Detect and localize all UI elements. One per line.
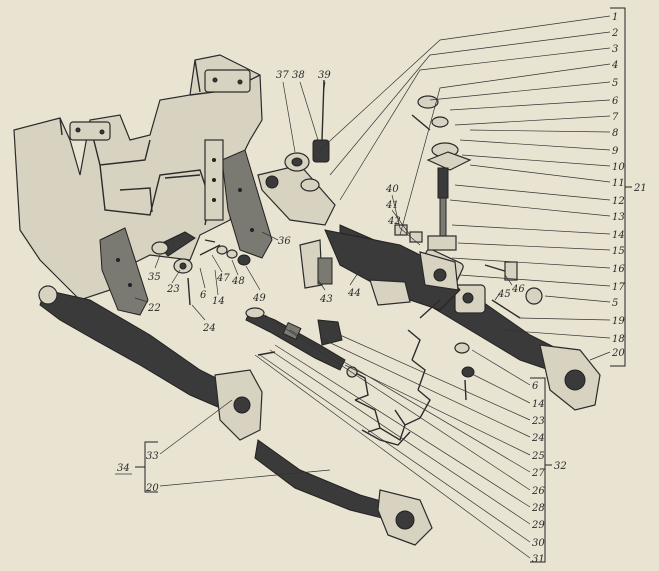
group-label-32: 32	[554, 461, 567, 472]
callout-label: 47	[216, 273, 230, 284]
callout-label: 9	[612, 146, 619, 157]
callout-label: 37	[276, 70, 289, 81]
callout-label: 23	[166, 284, 180, 295]
callouts-group-34: 33 20	[145, 451, 159, 494]
callouts-left: 22 24	[147, 303, 216, 334]
callout-label: 22	[147, 303, 161, 314]
callout-label: 41	[385, 200, 399, 211]
callouts-bottom-right-column: 6 14 23 24 25 27 26 28 29 30 31	[531, 381, 545, 565]
callout-label: 2	[611, 28, 618, 39]
callout-label: 12	[612, 196, 625, 207]
callout-label: 27	[531, 468, 545, 479]
leader-lines	[134, 15, 611, 559]
rear-frame-housing	[13, 54, 273, 316]
callout-label: 44	[347, 288, 361, 299]
callout-label: 45	[497, 289, 511, 300]
callout-label: 3	[612, 44, 618, 55]
callout-label: 6	[200, 290, 207, 301]
callout-label: 4	[611, 60, 618, 71]
callout-label: 26	[531, 486, 545, 497]
callout-label: 38	[292, 70, 305, 81]
callout-label: 6	[532, 381, 539, 392]
callout-label: 10	[612, 162, 625, 173]
check-chain-assembly	[245, 307, 431, 446]
callout-label: 25	[531, 451, 545, 462]
callout-label: 15	[612, 246, 625, 257]
callout-label: 14	[212, 296, 225, 307]
callout-label: 13	[612, 212, 625, 223]
group-label-21: 21	[633, 183, 647, 194]
lift-arm-assembly	[257, 79, 336, 289]
callout-label: 31	[532, 554, 545, 565]
callout-label: 18	[612, 334, 625, 345]
callout-label: 36	[278, 236, 291, 247]
small-fasteners	[151, 231, 251, 306]
callout-label: 30	[532, 538, 545, 549]
callout-label: 5	[612, 298, 618, 309]
callout-label: 6	[612, 96, 619, 107]
callout-label: 7	[612, 112, 619, 123]
callout-label: 35	[148, 272, 161, 283]
callout-label: 8	[612, 128, 618, 139]
callout-label: 33	[146, 451, 159, 462]
callout-label: 17	[612, 282, 625, 293]
lower-link-left	[38, 285, 433, 546]
callout-label: 19	[612, 316, 625, 327]
callout-label: 48	[231, 276, 245, 287]
callout-label: 24	[531, 433, 545, 444]
callout-label: 11	[612, 178, 625, 189]
callout-label: 43	[319, 294, 333, 305]
callout-label: 40	[385, 184, 399, 195]
callout-label: 39	[318, 70, 331, 81]
callout-label: 49	[252, 293, 266, 304]
group-label-34: 34	[117, 463, 130, 474]
right-pins	[419, 261, 543, 401]
callout-label: 14	[612, 230, 625, 241]
callout-label: 16	[612, 264, 625, 275]
callout-label: 28	[531, 503, 545, 514]
center-housing	[317, 224, 461, 311]
callout-label: 42	[387, 216, 401, 227]
leveling-screw-assembly	[411, 95, 472, 251]
callout-label: 20	[145, 483, 159, 494]
callout-label: 46	[511, 284, 525, 295]
callout-label: 1	[612, 12, 618, 23]
callout-label: 24	[202, 323, 216, 334]
callout-label: 14	[532, 399, 545, 410]
callout-label: 23	[531, 416, 545, 427]
callout-label: 29	[531, 520, 545, 531]
callout-label: 5	[612, 78, 618, 89]
callout-label: 20	[611, 348, 625, 359]
grouping-brackets	[135, 7, 632, 563]
